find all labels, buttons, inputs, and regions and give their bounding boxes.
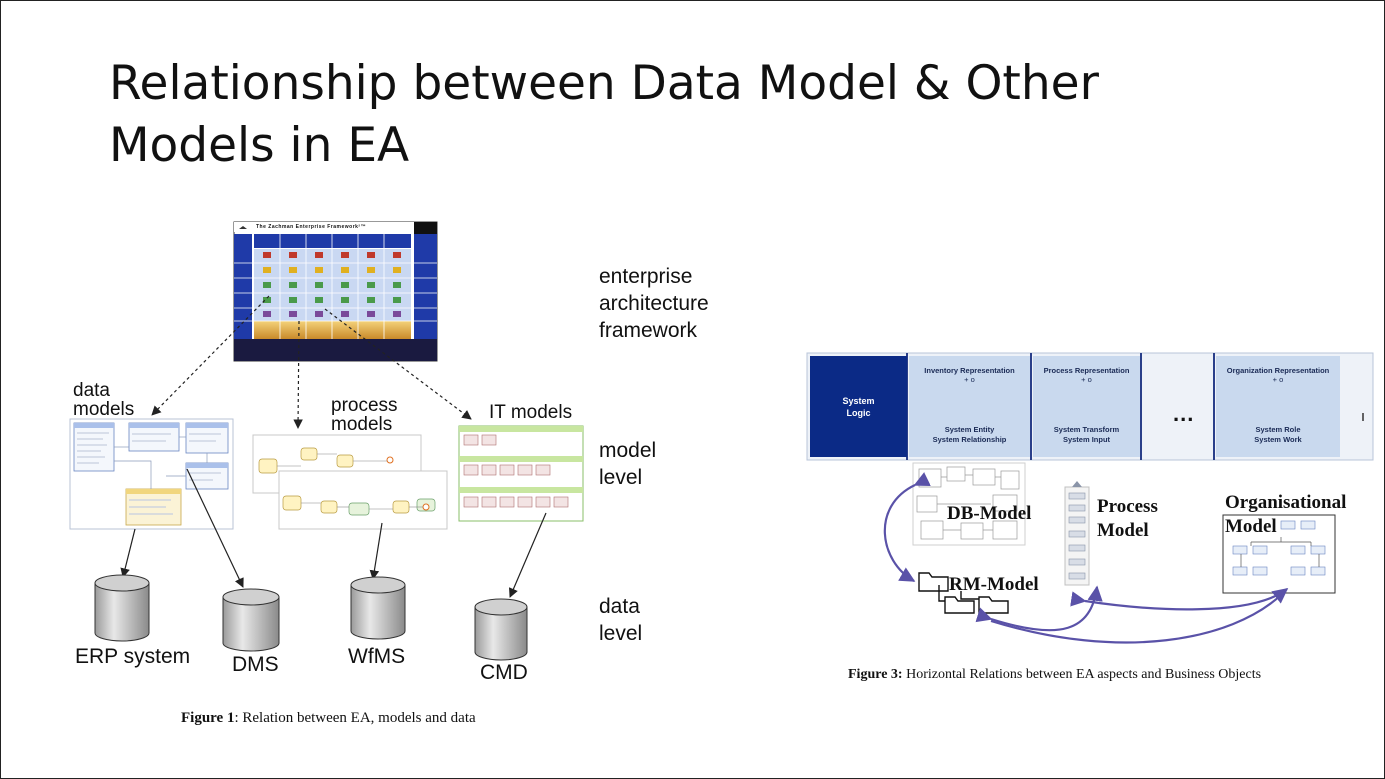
it-models-to-cmd-arrow <box>508 512 547 598</box>
rm-org-relation-arrow <box>990 594 1282 644</box>
rm-model-label: RM-Model <box>949 574 1039 595</box>
it-models-thumbnail <box>458 425 584 522</box>
figure-1-caption: Figure 1: Relation between EA, models an… <box>181 710 476 726</box>
inventory-representation-cell: Inventory Representation + o System Enti… <box>909 356 1030 457</box>
wfms-label: WfMS <box>348 645 406 668</box>
cmd-label: CMD <box>480 661 528 684</box>
title-line-2: Models in EA <box>109 118 410 173</box>
enterprise-architecture-framework-label: enterprise architecture framework <box>599 265 709 342</box>
dms-database-icon <box>222 588 280 652</box>
process-org-relation-arrow <box>1070 588 1289 611</box>
zachman-framework-image <box>233 221 438 362</box>
db-model-label: DB-Model <box>947 503 1032 524</box>
wfms-database-icon <box>350 576 406 640</box>
zachman-framework-title: The Zachman Enterprise Framework²™ <box>256 224 367 230</box>
erp-system-database-icon <box>94 574 150 642</box>
model-level-label: model level <box>599 439 657 489</box>
figure-3-caption: Figure 3: Horizontal Relations between E… <box>848 667 1262 682</box>
data-level-label: data level <box>599 595 643 645</box>
data-models-thumbnail <box>69 418 234 530</box>
framework-to-data-models-arrow <box>151 295 270 416</box>
organization-representation-cell: Organization Representation + o System R… <box>1216 356 1340 457</box>
dms-label: DMS <box>232 653 279 676</box>
erp-system-label: ERP system <box>75 645 191 668</box>
process-model-thumbnail <box>1064 481 1090 586</box>
process-models-to-wfms-arrow <box>369 522 383 580</box>
it-models-label: IT models <box>489 402 573 423</box>
title-line-1: Relationship between Data Model & Other <box>109 56 1099 111</box>
process-representation-cell: Process Representation + o System Transf… <box>1033 356 1140 457</box>
ellipsis: ... <box>1173 401 1195 426</box>
db-rm-relation-arrow <box>883 472 931 582</box>
data-models-to-dms-arrow <box>186 468 244 588</box>
process-model-label: Process Model <box>1097 496 1158 541</box>
slide-title: Relationship between Data Model & Other … <box>109 53 1259 177</box>
data-models-to-erp-arrow <box>120 528 136 578</box>
process-models-label: process models <box>331 395 398 435</box>
process-models-thumbnail <box>252 434 448 530</box>
data-models-label: data models <box>73 380 135 420</box>
db-model-thumbnail <box>912 462 1026 546</box>
organisational-model-label: Organisational Model <box>1225 492 1347 537</box>
system-logic-cell: System Logic <box>810 356 907 457</box>
framework-to-it-models-arrow <box>324 308 472 420</box>
cmd-database-icon <box>474 598 528 661</box>
